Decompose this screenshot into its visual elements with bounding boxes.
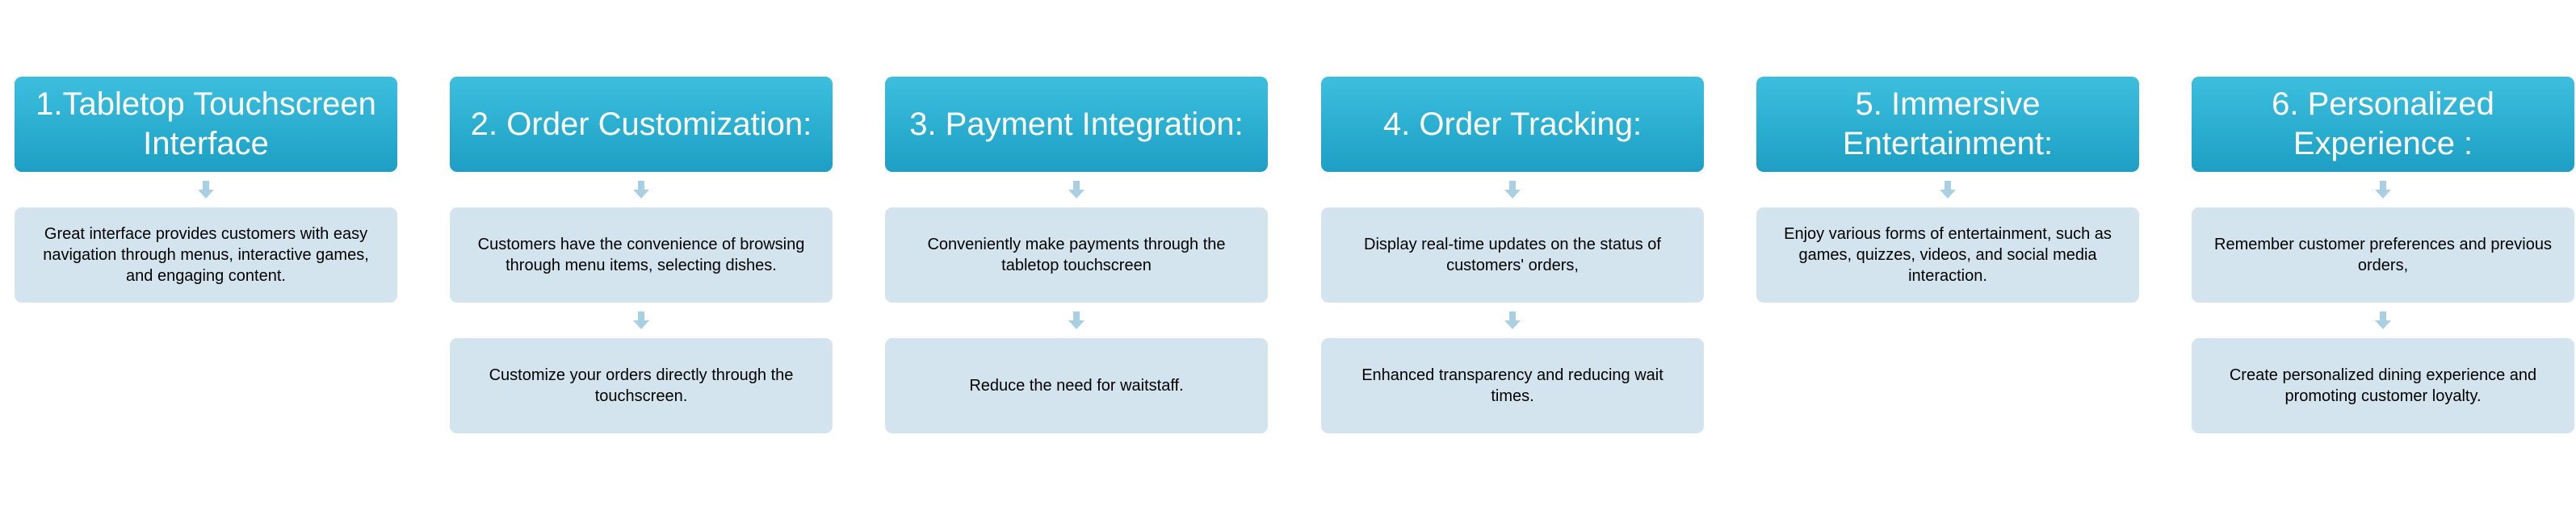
step-6-header: 6. Personalized Experience : <box>2192 77 2574 172</box>
step-2-header: 2. Order Customization: <box>450 77 833 172</box>
step-6: 6. Personalized Experience : Remember cu… <box>2192 77 2574 433</box>
step-6-detail-1: Remember customer preferences and previo… <box>2192 207 2574 303</box>
step-1-detail-1: Great interface provides customers with … <box>15 207 397 303</box>
step-5-header: 5. Immersive Entertainment: <box>1756 77 2139 172</box>
step-2-detail-2: Customize your orders directly through t… <box>450 338 833 433</box>
step-5-detail-1: Enjoy various forms of entertainment, su… <box>1756 207 2139 303</box>
down-arrow-icon <box>1504 311 1521 329</box>
down-arrow-icon <box>1068 181 1085 199</box>
down-arrow-icon <box>1068 311 1085 329</box>
down-arrow-icon <box>2375 181 2391 199</box>
step-3-detail-1: Conveniently make payments through the t… <box>885 207 1268 303</box>
down-arrow-icon <box>1504 181 1521 199</box>
step-4-detail-2: Enhanced transparency and reducing wait … <box>1321 338 1704 433</box>
step-4-detail-1: Display real-time updates on the status … <box>1321 207 1704 303</box>
step-2-detail-1: Customers have the convenience of browsi… <box>450 207 833 303</box>
step-3-header: 3. Payment Integration: <box>885 77 1268 172</box>
step-5: 5. Immersive Entertainment: Enjoy variou… <box>1756 77 2139 303</box>
step-4: 4. Order Tracking: Display real-time upd… <box>1321 77 1704 433</box>
step-3: 3. Payment Integration: Conveniently mak… <box>885 77 1268 433</box>
step-1: 1.Tabletop Touchscreen Interface Great i… <box>15 77 397 303</box>
step-3-detail-2: Reduce the need for waitstaff. <box>885 338 1268 433</box>
down-arrow-icon <box>633 181 649 199</box>
down-arrow-icon <box>2375 311 2391 329</box>
down-arrow-icon <box>633 311 649 329</box>
step-2: 2. Order Customization: Customers have t… <box>450 77 833 433</box>
down-arrow-icon <box>198 181 214 199</box>
step-1-header: 1.Tabletop Touchscreen Interface <box>15 77 397 172</box>
down-arrow-icon <box>1940 181 1956 199</box>
step-4-header: 4. Order Tracking: <box>1321 77 1704 172</box>
step-6-detail-2: Create personalized dining experience an… <box>2192 338 2574 433</box>
